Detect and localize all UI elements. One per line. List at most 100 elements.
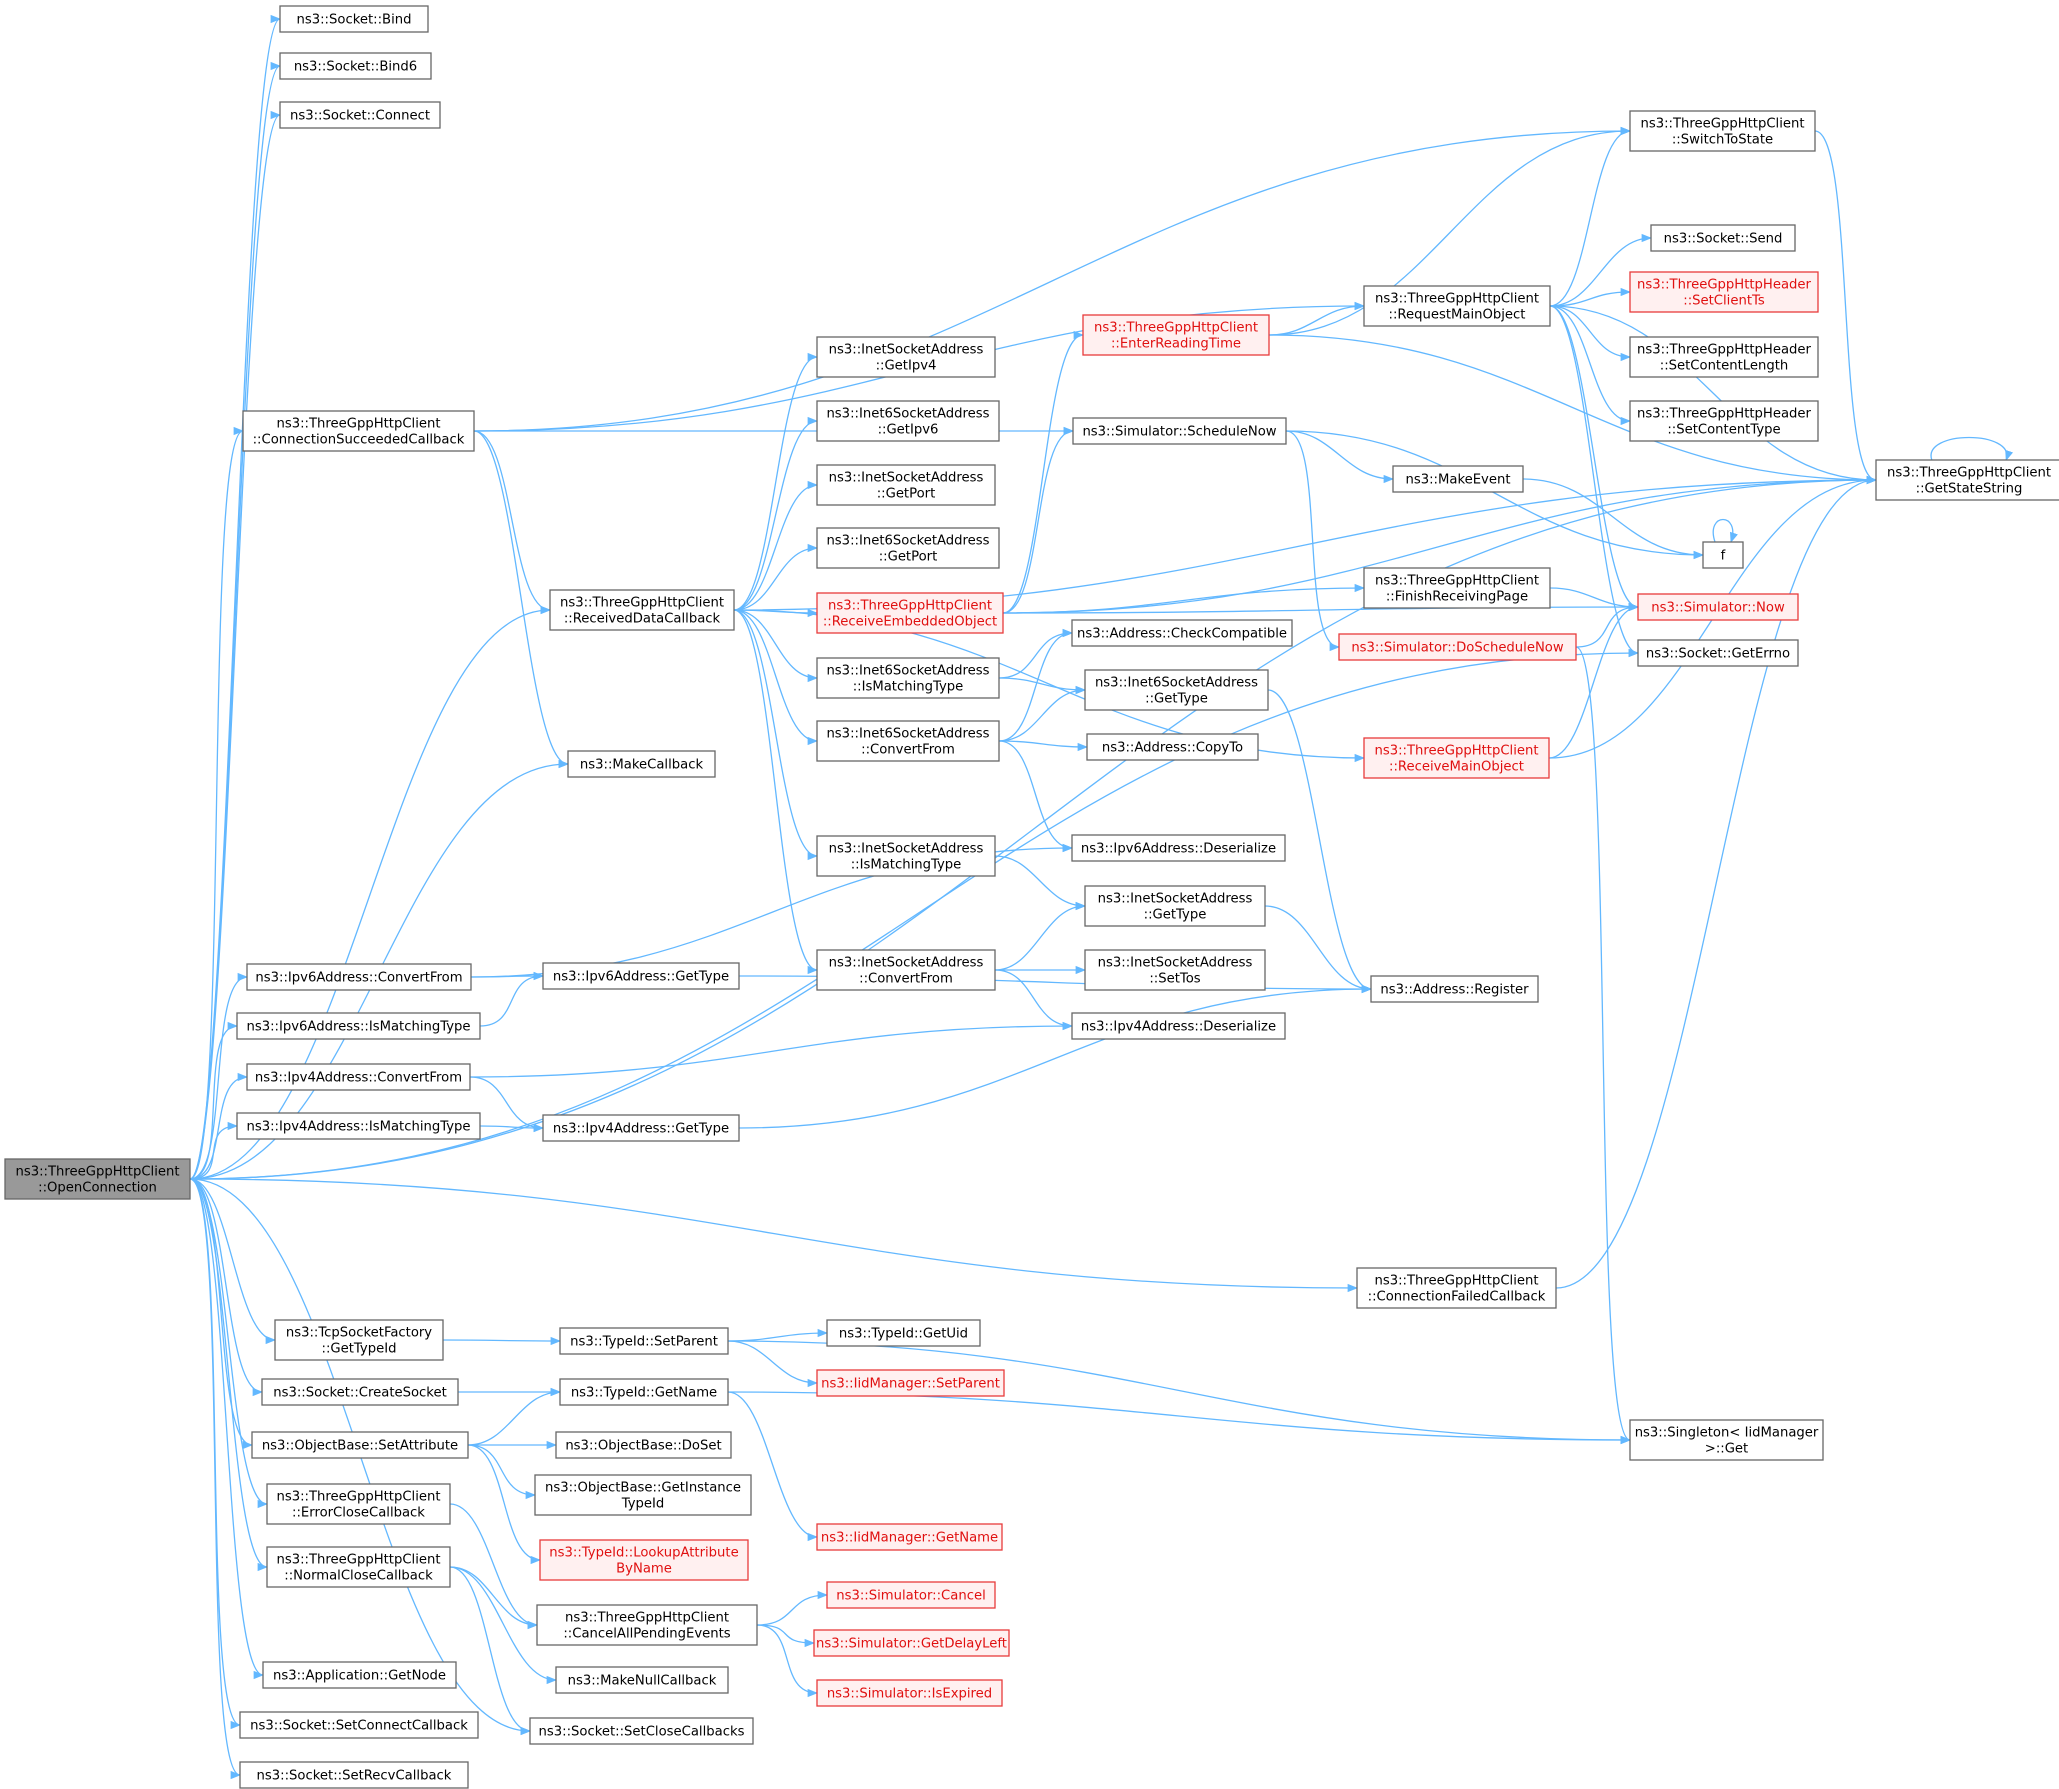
node-addr-copyto[interactable]: ns3::Address::CopyTo	[1086, 733, 1259, 761]
edge-conn_succ-to-switch_state	[473, 126, 1632, 432]
edge-root-to-conn_failed	[189, 1178, 1359, 1293]
edge-request_main-to-socket_send	[1549, 233, 1653, 307]
node-inet6-convert[interactable]: ns3::Inet6SocketAddress::ConvertFrom	[816, 720, 1000, 762]
node-make-null-cb[interactable]: ns3::MakeNullCallback	[555, 1666, 729, 1694]
node-singleton-get[interactable]: ns3::Singleton< IidManager>::Get	[1629, 1419, 1824, 1461]
node-recv-main[interactable]: ns3::ThreeGppHttpClient::ReceiveMainObje…	[1363, 737, 1550, 779]
node-set-content-type[interactable]: ns3::ThreeGppHttpHeader::SetContentType	[1629, 400, 1819, 442]
node-root[interactable]: ns3::ThreeGppHttpClient::OpenConnection	[4, 1158, 191, 1200]
edge-ipv6_ismatch-to-ipv6_gettype	[479, 971, 545, 1027]
node-iid-getname[interactable]: ns3::IidManager::GetName	[816, 1523, 1003, 1551]
node-sim-delay[interactable]: ns3::Simulator::GetDelayLeft	[813, 1629, 1010, 1657]
node-box	[559, 1327, 729, 1355]
node-connect[interactable]: ns3::Socket::Connect	[279, 101, 441, 129]
node-switch-state[interactable]: ns3::ThreeGppHttpClient::SwitchToState	[1629, 110, 1816, 152]
node-typeid-getuid[interactable]: ns3::TypeId::GetUid	[826, 1319, 981, 1347]
node-finish-recv[interactable]: ns3::ThreeGppHttpClient::FinishReceiving…	[1363, 567, 1551, 609]
node-box	[1629, 271, 1819, 313]
node-box	[1338, 633, 1577, 661]
node-inet-getipv4[interactable]: ns3::InetSocketAddress::GetIpv4	[816, 336, 996, 378]
node-label: ns3::ThreeGppHttpClient	[276, 1490, 440, 1505]
edge-request_main-to-switch_state	[1549, 126, 1632, 307]
node-bind6[interactable]: ns3::Socket::Bind6	[279, 52, 432, 80]
node-iid-setparent[interactable]: ns3::IidManager::SetParent	[816, 1369, 1005, 1397]
node-app-getnode[interactable]: ns3::Application::GetNode	[262, 1661, 457, 1689]
node-inet6-ismatch[interactable]: ns3::Inet6SocketAddress::IsMatchingType	[816, 657, 1000, 699]
node-label: ns3::IidManager::SetParent	[821, 1377, 1000, 1392]
node-tcp-typeid[interactable]: ns3::TcpSocketFactory::GetTypeId	[274, 1319, 444, 1361]
node-enter-reading[interactable]: ns3::ThreeGppHttpClient::EnterReadingTim…	[1082, 314, 1270, 356]
node-addr-register[interactable]: ns3::Address::Register	[1370, 975, 1539, 1003]
node-request-main[interactable]: ns3::ThreeGppHttpClient::RequestMainObje…	[1363, 285, 1551, 327]
node-set-client-ts[interactable]: ns3::ThreeGppHttpHeader::SetClientTs	[1629, 271, 1819, 313]
node-set-content-len[interactable]: ns3::ThreeGppHttpHeader::SetContentLengt…	[1629, 336, 1819, 378]
node-ipv6-ismatch[interactable]: ns3::Ipv6Address::IsMatchingType	[236, 1012, 481, 1040]
node-set-close-cbs[interactable]: ns3::Socket::SetCloseCallbacks	[529, 1717, 754, 1745]
node-sim-expired[interactable]: ns3::Simulator::IsExpired	[816, 1679, 1003, 1707]
node-typeid-getname[interactable]: ns3::TypeId::GetName	[559, 1378, 729, 1406]
node-conn-failed[interactable]: ns3::ThreeGppHttpClient::ConnectionFaile…	[1356, 1267, 1557, 1309]
node-error-close[interactable]: ns3::ThreeGppHttpClient::ErrorCloseCallb…	[266, 1483, 451, 1525]
node-inet6-gettype[interactable]: ns3::Inet6SocketAddress::GetType	[1084, 669, 1269, 711]
node-ipv4-convert[interactable]: ns3::Ipv4Address::ConvertFrom	[246, 1063, 471, 1091]
edge-recv_data-to-inet_ismatch	[733, 609, 819, 861]
node-typeid-setparent[interactable]: ns3::TypeId::SetParent	[559, 1327, 729, 1355]
edge-ipv4_ismatch-to-ipv4_gettype	[479, 1123, 545, 1133]
node-label: ::SwitchToState	[1672, 133, 1773, 148]
node-box	[242, 410, 475, 452]
edge-root-to-set_attr	[189, 1178, 254, 1450]
node-do-schedule[interactable]: ns3::Simulator::DoScheduleNow	[1338, 633, 1577, 661]
node-set-attr[interactable]: ns3::ObjectBase::SetAttribute	[251, 1431, 469, 1459]
node-objbase-doset[interactable]: ns3::ObjectBase::DoSet	[555, 1431, 732, 1459]
node-ipv4-ismatch[interactable]: ns3::Ipv4Address::IsMatchingType	[236, 1112, 481, 1140]
node-label: ::ConvertFrom	[861, 743, 955, 758]
node-f[interactable]: f	[1702, 541, 1744, 569]
node-recv-data[interactable]: ns3::ThreeGppHttpClient::ReceivedDataCal…	[549, 589, 735, 631]
node-inet6-getport[interactable]: ns3::Inet6SocketAddress::GetPort	[816, 527, 1000, 569]
edge-root-to-set_recv_cb	[189, 1178, 242, 1780]
node-sim-now[interactable]: ns3::Simulator::Now	[1637, 593, 1799, 621]
edge-schedule_now-to-make_event	[1285, 430, 1395, 484]
node-label: ns3::ThreeGppHttpClient	[1374, 744, 1538, 759]
node-inet-getport[interactable]: ns3::InetSocketAddress::GetPort	[816, 464, 996, 506]
node-box	[1071, 1012, 1286, 1040]
node-label: ns3::ThreeGppHttpHeader	[1637, 278, 1811, 293]
node-make-event[interactable]: ns3::MakeEvent	[1392, 465, 1524, 493]
node-addr-check[interactable]: ns3::Address::CheckCompatible	[1071, 619, 1293, 647]
edge-root-to-ipv6_convert	[189, 972, 249, 1180]
node-inet-convert[interactable]: ns3::InetSocketAddress::ConvertFrom	[816, 949, 996, 991]
node-bind[interactable]: ns3::Socket::Bind	[279, 5, 429, 33]
node-conn-succ[interactable]: ns3::ThreeGppHttpClient::ConnectionSucce…	[242, 410, 475, 452]
edge-enter_reading-to-request_main	[1268, 301, 1366, 336]
node-inet6-getipv6[interactable]: ns3::Inet6SocketAddress::GetIpv6	[816, 400, 1000, 442]
node-ipv4-gettype[interactable]: ns3::Ipv4Address::GetType	[542, 1114, 740, 1142]
node-recv-embedded[interactable]: ns3::ThreeGppHttpClient::ReceiveEmbedded…	[816, 592, 1004, 634]
node-set-conn-cb[interactable]: ns3::Socket::SetConnectCallback	[239, 1711, 479, 1739]
node-schedule-now[interactable]: ns3::Simulator::ScheduleNow	[1072, 417, 1287, 445]
node-inet-ismatch[interactable]: ns3::InetSocketAddress::IsMatchingType	[816, 835, 996, 877]
node-box	[816, 336, 996, 378]
node-box	[542, 962, 740, 990]
node-get-errno[interactable]: ns3::Socket::GetErrno	[1637, 639, 1799, 667]
node-socket-send[interactable]: ns3::Socket::Send	[1650, 224, 1796, 252]
edge-recv_embedded-to-schedule_now	[1002, 426, 1075, 614]
node-box	[559, 1378, 729, 1406]
node-ipv6-convert[interactable]: ns3::Ipv6Address::ConvertFrom	[246, 963, 472, 991]
node-ipv4-deser[interactable]: ns3::Ipv4Address::Deserialize	[1071, 1012, 1286, 1040]
node-inet-gettype[interactable]: ns3::InetSocketAddress::GetType	[1084, 885, 1266, 927]
node-get-state-str[interactable]: ns3::ThreeGppHttpClient::GetStateString	[1875, 459, 2059, 501]
node-cancel-all[interactable]: ns3::ThreeGppHttpClient::CancelAllPendin…	[536, 1604, 758, 1646]
node-inet-settos[interactable]: ns3::InetSocketAddress::SetTos	[1084, 949, 1266, 991]
node-box	[1637, 593, 1799, 621]
node-ipv6-gettype[interactable]: ns3::Ipv6Address::GetType	[542, 962, 740, 990]
node-create-socket[interactable]: ns3::Socket::CreateSocket	[261, 1378, 459, 1406]
node-label: ::SetContentType	[1667, 423, 1780, 438]
node-set-recv-cb[interactable]: ns3::Socket::SetRecvCallback	[239, 1761, 469, 1789]
node-make-callback[interactable]: ns3::MakeCallback	[567, 750, 716, 778]
node-sim-cancel[interactable]: ns3::Simulator::Cancel	[826, 1581, 996, 1609]
node-normal-close[interactable]: ns3::ThreeGppHttpClient::NormalCloseCall…	[266, 1546, 451, 1588]
node-box	[1370, 975, 1539, 1003]
node-ipv6-deser[interactable]: ns3::Ipv6Address::Deserialize	[1071, 834, 1286, 862]
